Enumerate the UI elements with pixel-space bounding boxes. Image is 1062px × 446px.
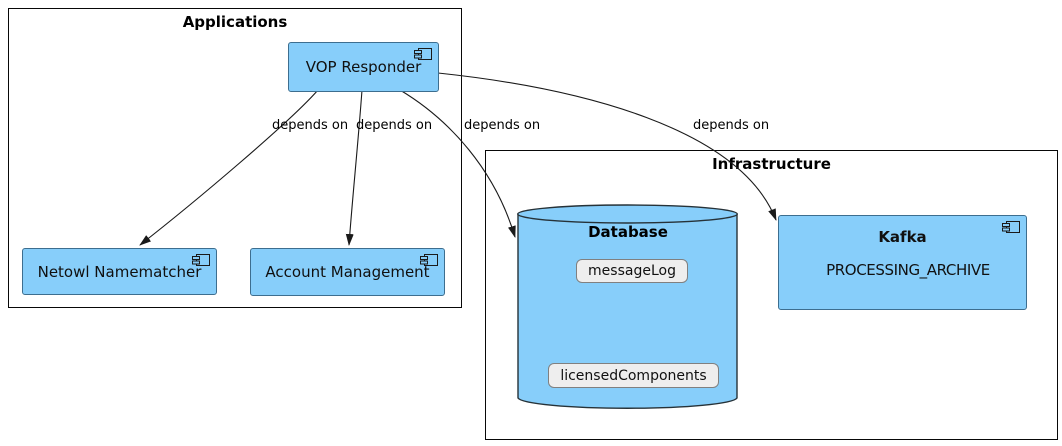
component-vop-responder: VOP Responder (288, 42, 439, 92)
package-applications: Applications (8, 8, 462, 308)
component-label: Netowl Namematcher (37, 262, 202, 281)
package-infrastructure: Infrastructure (485, 150, 1058, 440)
component-label: VOP Responder (305, 58, 422, 76)
component-icon (191, 253, 211, 268)
component-label: Account Management (265, 263, 430, 281)
edge-vop-to-account (345, 89, 363, 246)
component-icon (1001, 220, 1021, 235)
edge-vop-to-database (399, 89, 516, 238)
package-infrastructure-title: Infrastructure (712, 155, 831, 173)
database-item-messagelog: messageLog (576, 259, 688, 283)
database-title: Database (588, 223, 668, 241)
edge-vop-to-netowl (139, 89, 319, 246)
edge-vop-to-kafka (437, 72, 777, 221)
queue-label: PROCESSING_ARCHIVE (826, 261, 990, 279)
component-netowl-namematcher: Netowl Namematcher (22, 248, 217, 295)
edge-label-depends-on: depends on (464, 118, 541, 133)
edge-label-depends-on: depends on (356, 118, 433, 133)
component-label: Kafka (878, 228, 927, 246)
edge-label-depends-on: depends on (272, 118, 349, 133)
package-applications-title: Applications (182, 13, 288, 31)
edge-label-depends-on: depends on (693, 118, 770, 133)
component-icon (413, 47, 433, 62)
database-item-licensedcomponents: licensedComponents (548, 363, 719, 388)
component-kafka: Kafka (778, 215, 1027, 310)
component-account-management: Account Management (250, 248, 445, 296)
component-icon (419, 253, 439, 268)
